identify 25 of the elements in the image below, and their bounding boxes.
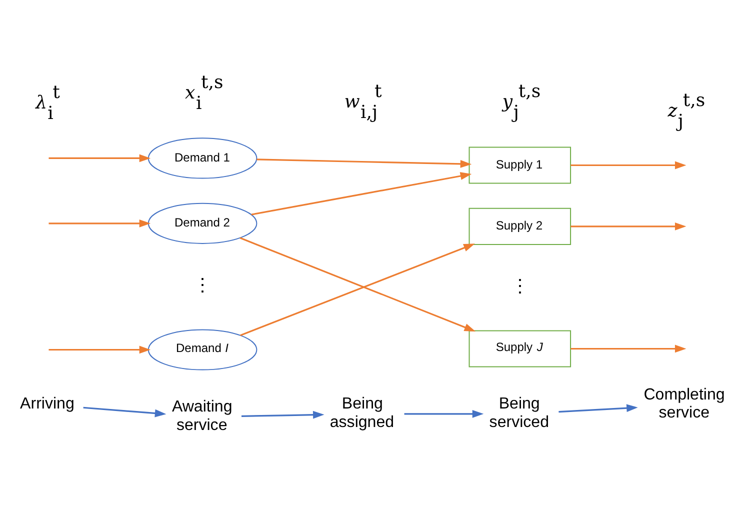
- arrow: [404, 409, 484, 418]
- arrow: [570, 160, 686, 169]
- arrow: [48, 218, 151, 227]
- arrow: [83, 406, 166, 417]
- node-text: Arriving: [20, 394, 74, 412]
- node-text: Awaiting service: [172, 397, 232, 434]
- arrow: [48, 154, 151, 162]
- label: ⋮: [194, 274, 212, 296]
- node-ellipse: Demand 2: [148, 202, 258, 244]
- arrow: [570, 222, 686, 230]
- label: ⋮: [510, 275, 529, 296]
- node-text: Being serviced: [489, 394, 550, 430]
- arrow: [256, 158, 472, 168]
- node-text: Completing service: [644, 385, 725, 422]
- arrow: [48, 345, 151, 354]
- arrow: [570, 344, 686, 352]
- node-ellipse: Demand I: [148, 328, 258, 370]
- node-ellipse: Demand 1: [148, 137, 258, 178]
- node-box: Supply J: [468, 330, 572, 367]
- arrow: [241, 410, 324, 418]
- arrow: [251, 172, 472, 215]
- node-box: Supply 2: [468, 207, 572, 244]
- node-box: Supply 1: [468, 146, 572, 184]
- node-text: Being assigned: [330, 394, 394, 430]
- arrow: [558, 404, 638, 412]
